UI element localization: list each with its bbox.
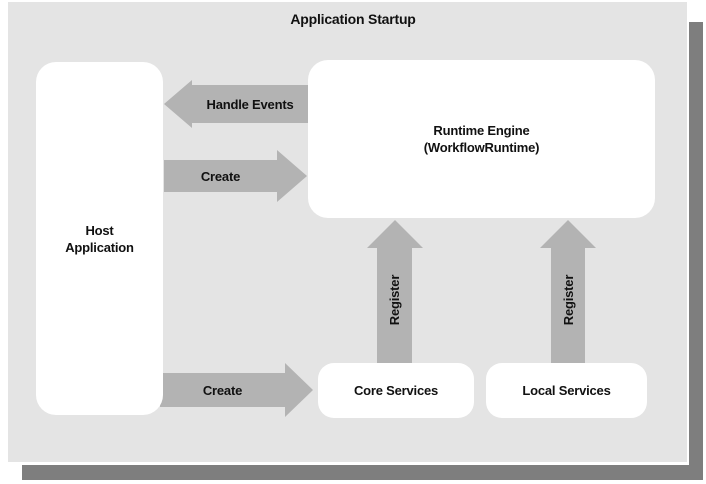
- host-application-label-line1: Host: [85, 222, 114, 238]
- drop-shadow-right: [689, 22, 703, 480]
- arrow-register-core: [377, 248, 412, 365]
- arrow-register-core-head: [367, 220, 423, 248]
- runtime-engine-box: Runtime Engine (WorkflowRuntime): [308, 60, 655, 218]
- drop-shadow-bottom: [22, 465, 703, 480]
- arrow-register-local-label: Register: [560, 274, 576, 326]
- local-services-label: Local Services: [522, 383, 611, 398]
- arrow-register-local-head: [540, 220, 596, 248]
- arrow-create-top: Create: [164, 160, 277, 192]
- arrow-create-bottom-label: Create: [202, 382, 243, 398]
- arrow-create-bottom-head: [285, 363, 313, 417]
- core-services-box: Core Services: [318, 363, 474, 418]
- host-application-label-line2: Application: [65, 239, 134, 255]
- figure-title: Application Startup: [290, 11, 416, 27]
- arrow-create-top-label: Create: [200, 168, 241, 184]
- core-services-label: Core Services: [353, 383, 439, 398]
- host-application-box: Host Application: [36, 62, 163, 415]
- arrow-register-local: [551, 248, 585, 365]
- arrow-handle-events-label: Handle Events: [206, 96, 294, 112]
- arrow-handle-events-head: [164, 80, 192, 128]
- local-services-box: Local Services: [486, 363, 647, 418]
- arrow-create-bottom: Create: [160, 373, 285, 407]
- arrow-register-core-label: Register: [386, 274, 402, 326]
- arrow-handle-events: Handle Events: [192, 85, 308, 123]
- runtime-engine-label-line1: Runtime Engine: [433, 123, 530, 138]
- arrow-create-top-head: [277, 150, 307, 202]
- runtime-engine-label-line2: (WorkflowRuntime): [423, 140, 540, 155]
